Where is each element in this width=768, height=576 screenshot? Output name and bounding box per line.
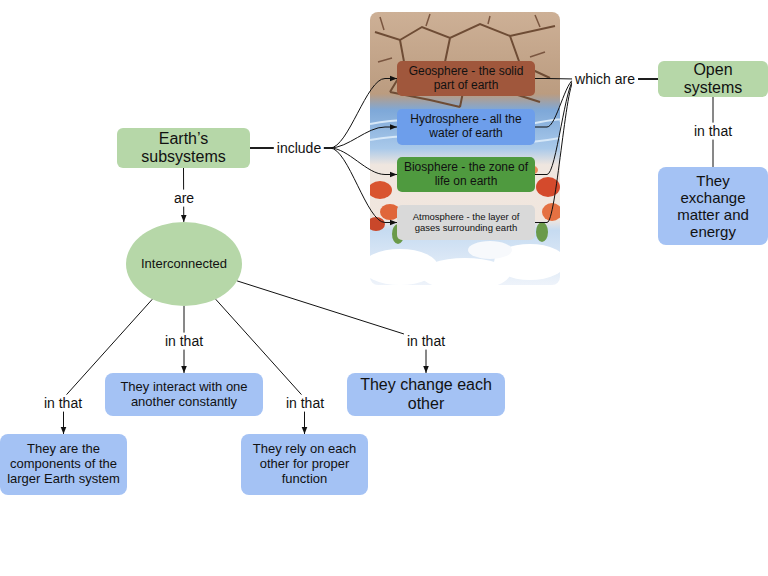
connector-label: which are [572, 71, 638, 88]
connector-label: in that [41, 395, 85, 412]
node-text: Interconnected [141, 257, 227, 272]
detail-box: They are the components of the larger Ea… [0, 434, 127, 495]
earth-illustration [370, 12, 560, 285]
node-text: They exchange matter and energy [662, 172, 764, 241]
node-text: They interact with one another constantl… [109, 380, 259, 410]
node-text: They rely on each other for proper funct… [245, 442, 364, 487]
connector-line [250, 79, 397, 149]
sphere-box: Atmosphere - the layer of gases surround… [397, 205, 535, 240]
node-text: Open systems [662, 61, 764, 98]
earth-crack [375, 24, 555, 107]
detail-box: They exchange matter and energy [658, 167, 768, 245]
leaf [536, 222, 548, 242]
earth-crack [378, 14, 545, 62]
flower [370, 181, 392, 199]
sphere-box: Hydrosphere - all the water of earth [397, 109, 535, 145]
node-text: They change each other [351, 376, 501, 413]
concept-box: Open systems [658, 61, 768, 97]
connector-line [535, 79, 658, 175]
cloud-bank [370, 241, 560, 285]
node-text: Biosphere - the zone of life on earth [401, 161, 531, 189]
sphere-box: Geosphere - the solid part of earth [397, 61, 535, 96]
concept-ellipse: Interconnected [126, 222, 242, 306]
connector-label: in that [691, 123, 735, 140]
node-text: They are the components of the larger Ea… [4, 442, 123, 487]
node-text: Atmosphere - the layer of gases surround… [401, 212, 531, 234]
detail-box: They rely on each other for proper funct… [241, 434, 368, 495]
connector-label: in that [404, 333, 448, 350]
connector-label: are [171, 190, 197, 207]
detail-box: They interact with one another constantl… [105, 373, 263, 416]
node-text: Earth’s subsystems [121, 130, 246, 167]
ellipse-shape [126, 222, 242, 306]
node-text: Geosphere - the solid part of earth [401, 65, 531, 93]
sphere-box: Biosphere - the zone of life on earth [397, 157, 535, 192]
concept-box: Earth’s subsystems [117, 128, 250, 168]
flower [542, 203, 560, 221]
cloud [468, 241, 512, 259]
connector-line [237, 281, 426, 373]
node-text: Hydrosphere - all the water of earth [401, 113, 531, 141]
detail-box: They change each other [347, 373, 505, 416]
connector-label: in that [162, 333, 206, 350]
connector-label: in that [283, 395, 327, 412]
connector-line [535, 79, 658, 223]
connector-line [250, 148, 397, 223]
connector-label: include [274, 140, 324, 157]
